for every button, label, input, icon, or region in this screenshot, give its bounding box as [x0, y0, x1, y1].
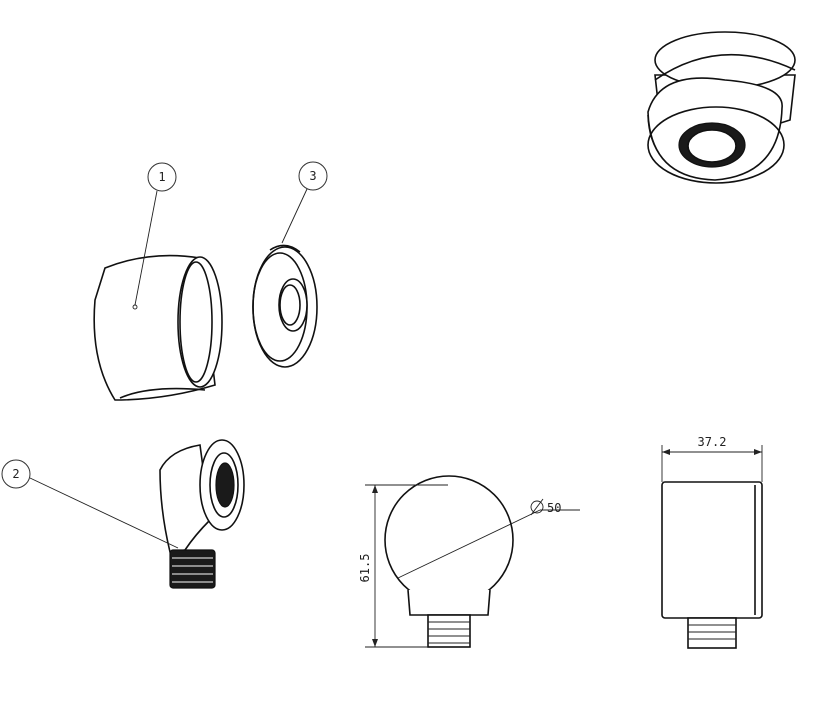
dim-diameter-label: 50 [547, 501, 561, 515]
callout-1: 1 [134, 162, 177, 306]
callout-2-label: 2 [12, 467, 19, 481]
callout-1-label: 1 [158, 170, 165, 184]
elbow-part-2 [159, 439, 245, 589]
side-view: 37.2 [661, 435, 763, 649]
dim-height-label: 61.5 [358, 554, 372, 583]
callout-3-label: 3 [309, 169, 316, 183]
front-view: 61.5 50 [358, 475, 580, 648]
cap-perspective-view [647, 31, 796, 184]
dim-width-label: 37.2 [698, 435, 727, 449]
washer-part-3 [252, 244, 318, 368]
callout-3: 3 [281, 161, 328, 244]
callout-2: 2 [1, 459, 179, 549]
sleeve-part-1 [93, 254, 223, 401]
